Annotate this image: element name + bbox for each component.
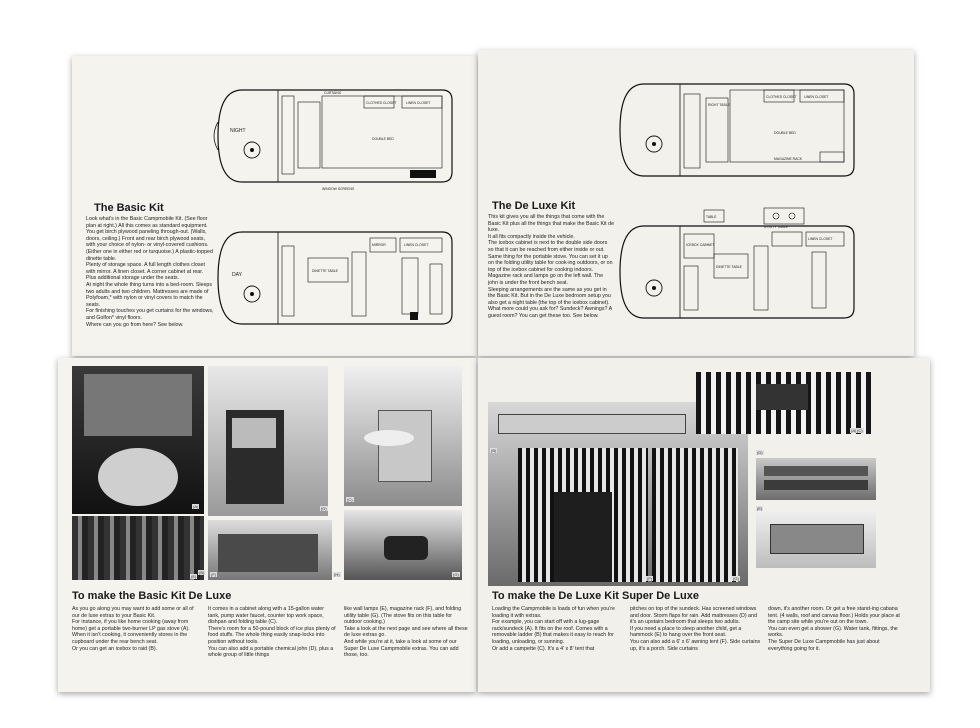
photo-caption-b: (B): [198, 570, 206, 575]
plan-magazine-rack-label: MAGAZINE RACK: [774, 157, 803, 161]
plan-table-label: TABLE: [706, 215, 717, 219]
photo-caption-c: (C): [346, 497, 354, 502]
photo-caption-sd-e: (E): [756, 506, 764, 511]
page-basic-kit: NIGHT CLOTHES CLOSET LINEN CLOSET DOUBLE…: [72, 56, 477, 356]
plan-icebox-cabinet-label: ICEBOX CABINET: [686, 243, 714, 247]
photo-caption-d: (D): [320, 506, 328, 511]
photo-icebox-cabinet: [208, 366, 328, 516]
photo-campette: [696, 372, 872, 434]
photo-curtains-lamp: [72, 516, 204, 580]
photo-caption-sd-a: (A): [850, 428, 858, 433]
text-basic-kit: Look what's in the Basic Campmobile Kit.…: [86, 216, 214, 328]
text-basic-to-deluxe-col3: like wall lamps (E), magazine rack (F), …: [344, 606, 468, 659]
photo-utility-table: [344, 510, 462, 580]
photo-caption-a: (A): [192, 504, 200, 509]
photo-hammock: [756, 510, 876, 568]
photo-caption-g: (G): [452, 572, 460, 577]
photo-caption-sd-c: (C): [856, 428, 864, 433]
text-basic-to-deluxe-col1: As you go along you may want to add some…: [72, 606, 194, 652]
photo-caption-h: (H): [333, 572, 341, 577]
photo-caption-e: (E): [190, 574, 198, 579]
plan-dinette-table-dl-label: DINETTE TABLE: [716, 265, 743, 269]
plan-clothes-closet-label: CLOTHES CLOSET: [366, 101, 397, 105]
page-basic-to-deluxe: (A) (B) (C) (D) (E) (F) (G) (H) To make …: [58, 358, 476, 692]
text-deluxe-to-super-col3: down, it's another room. Or get a free s…: [768, 606, 900, 652]
heading-basic-to-deluxe: To make the Basic Kit De Luxe: [72, 590, 232, 602]
plan-linen-closet-label: LINEN CLOSET: [406, 101, 431, 105]
photo-caption-sd-d: (D): [756, 450, 764, 455]
photo-stove-cupboard: [72, 366, 204, 514]
text-deluxe-to-super-col2: pitches on top of the sundeck. Has scree…: [630, 606, 761, 652]
day-label: DAY: [232, 272, 243, 278]
text-deluxe-to-super-col1: Loading the Campmobile is loads of fun w…: [492, 606, 615, 652]
page-deluxe-kit: RIGHT TABLE CLOTHES CLOSET LINEN CLOSET …: [478, 50, 914, 356]
floor-plan-deluxe-day: TABLE UTILITY TABLE ICEBOX CABINET DINET…: [619, 207, 855, 319]
text-basic-to-deluxe-col2: It comes in a cabinet along with a 15-ga…: [208, 606, 336, 659]
heading-basic-kit: The Basic Kit: [94, 202, 164, 214]
photo-caption-sd-b: (B): [490, 448, 498, 453]
photo-chemical-john: [344, 366, 462, 506]
plan-curtains-label: CURTAINS: [324, 91, 342, 95]
floor-plan-day: DAY DINETTE TABLE MIRROR LINEN CLOSET: [217, 231, 453, 325]
photo-caption-sd-f: (F): [646, 576, 654, 581]
photo-mattresses: [756, 458, 876, 500]
night-label: NIGHT: [230, 128, 246, 134]
plan-dinette-table-label: DINETTE TABLE: [312, 269, 339, 273]
heading-deluxe-kit: The De Luxe Kit: [492, 200, 576, 212]
plan-linen-closet-day-label: LINEN CLOSET: [404, 243, 429, 247]
page-deluxe-to-super: (A) (B) (C) (D) (E) (F) (G) To make the …: [478, 358, 930, 692]
floor-plan-deluxe-night: RIGHT TABLE CLOTHES CLOSET LINEN CLOSET …: [619, 83, 855, 177]
plan-linen-closet-dl2-label: LINEN CLOSET: [808, 237, 833, 241]
photo-magazine-rack: [208, 520, 332, 580]
plan-utility-table-label: UTILITY TABLE: [764, 225, 789, 229]
plan-window-screens-label: WINDOW SCREENS: [322, 187, 355, 191]
plan-double-bed-dl-label: DOUBLE BED: [774, 131, 796, 135]
photo-caption-sd-g: (G): [732, 576, 740, 581]
plan-linen-closet-dl-label: LINEN CLOSET: [804, 95, 829, 99]
text-deluxe-kit: This kit gives you all the things that c…: [488, 214, 615, 319]
plan-clothes-closet-dl-label: CLOTHES CLOSET: [766, 95, 797, 99]
heading-deluxe-to-super: To make the De Luxe Kit Super De Luxe: [492, 590, 700, 602]
plan-double-bed-label: DOUBLE BED: [372, 137, 394, 141]
plan-right-table-label: RIGHT TABLE: [708, 103, 731, 107]
floor-plan-night: NIGHT CLOTHES CLOSET LINEN CLOSET DOUBLE…: [213, 89, 453, 191]
plan-mirror-label: MIRROR: [372, 243, 386, 247]
photo-caption-f: (F): [210, 572, 218, 577]
